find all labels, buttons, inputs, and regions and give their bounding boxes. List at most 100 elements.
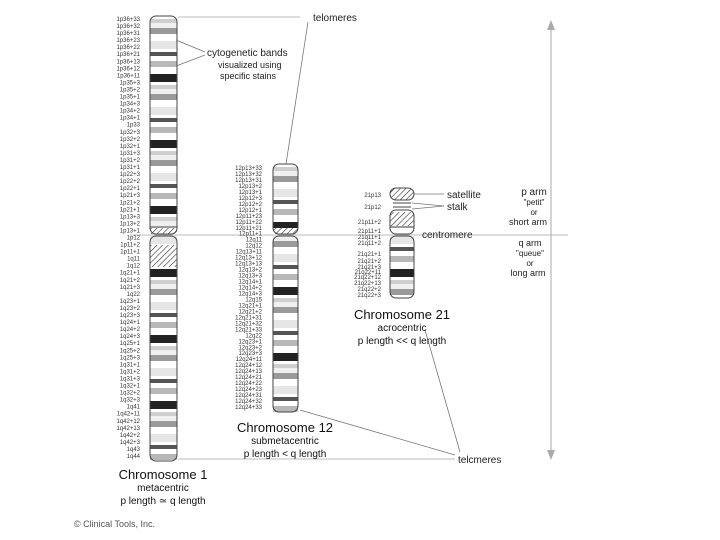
chromosome-21-ratio: p length << q length — [357, 336, 447, 347]
chromosome-band — [150, 94, 177, 100]
band-label: 1q25+1 — [120, 341, 141, 347]
band-label: 12q24+23 — [235, 387, 263, 393]
band-label: 12q14+3 — [238, 291, 262, 297]
band-label: 12q24+32 — [235, 399, 263, 405]
chromosome-band — [150, 355, 177, 361]
chromosome-band — [150, 383, 177, 388]
chromosome-band — [150, 401, 177, 409]
band-label: 1p32+2 — [120, 137, 141, 143]
chromosome-band — [150, 61, 177, 67]
band-label: 12q23+2 — [238, 345, 262, 351]
chromosome-band — [150, 412, 177, 416]
chromosome-band — [390, 289, 414, 295]
band-label: 21q22+11 — [355, 270, 382, 276]
chromosome-band — [273, 353, 298, 361]
chromosome-band — [273, 236, 298, 241]
band-label: 12q13+2 — [238, 268, 262, 274]
chromosome-band — [150, 122, 177, 127]
chromosome-band — [150, 184, 177, 188]
band-label: 1q31+3 — [120, 376, 141, 382]
chromosome-band — [273, 189, 298, 197]
chromosome-21: 21p1321p1221p11+221p11+121q11+121q11+221… — [354, 187, 415, 299]
band-label: 1p12 — [127, 236, 141, 242]
band-label: 1p21+1 — [120, 207, 141, 213]
band-label: 12q13+11 — [236, 250, 263, 256]
band-label: 1p33 — [127, 123, 141, 129]
band-label: 12q24+12 — [235, 363, 263, 369]
band-label: 12p11+23 — [236, 214, 263, 220]
chromosome-band — [273, 379, 298, 386]
chromosome-band — [273, 241, 298, 247]
band-label: 12q23+3 — [238, 351, 262, 357]
chromosome-band — [150, 310, 177, 313]
chromosome-band — [273, 265, 298, 269]
band-label: 1p35+1 — [120, 95, 141, 101]
chromosome-12-outline-p — [272, 163, 299, 235]
telomere-top-pointer — [285, 21, 309, 165]
chromosome-band — [273, 280, 298, 287]
band-label: 12p11+22 — [236, 220, 263, 226]
chromosome-band — [390, 251, 414, 256]
band-label: 1q11 — [127, 257, 141, 263]
chromosome-band — [273, 302, 298, 307]
band-label: 1p22+3 — [120, 172, 141, 178]
chromosome-band — [150, 16, 177, 19]
chromosome-band — [150, 115, 177, 118]
chromosome-21-name: Chromosome 21 — [353, 307, 451, 322]
chromosome-band — [150, 335, 177, 343]
band-label: 12q24+21 — [235, 375, 263, 381]
stalk-label: stalk — [447, 202, 469, 213]
q-arm-label-4: long arm — [510, 268, 545, 278]
chromosome-band — [150, 151, 177, 155]
chromosome-band — [150, 181, 177, 184]
chromosome-band — [150, 56, 177, 61]
chromosome-band — [150, 361, 177, 368]
chromosome-band — [150, 350, 177, 355]
chromosome-1-title: Chromosome 1 metacentric p length ≃ q le… — [88, 467, 238, 508]
p-arm-label: p arm — [521, 187, 547, 198]
band-label: 1p36+33 — [116, 17, 140, 23]
band-label: 12p12+1 — [238, 208, 262, 214]
band-label: 1p13+1 — [120, 228, 141, 234]
band-label: 1q42+13 — [116, 426, 140, 432]
band-label: 12q21+32 — [235, 321, 263, 327]
band-label: 12p13+31 — [235, 178, 263, 184]
band-label: 1p36+13 — [116, 59, 140, 65]
band-label: 21q22+2 — [357, 287, 381, 293]
chromosome-band — [273, 313, 298, 320]
chromosome-21-type: acrocentric — [377, 323, 427, 334]
band-label: 21q22+12 — [354, 275, 382, 281]
band-label: 1p31+1 — [120, 165, 141, 171]
band-label: 1p22+1 — [120, 186, 141, 192]
chromosome-band — [150, 284, 177, 289]
chromosome-21-title: Chromosome 21 acrocentric p length << q … — [327, 307, 477, 348]
q-arm-label-3: or — [526, 259, 533, 268]
chromosome-band — [150, 409, 177, 412]
chromosome-21-outline-q — [389, 235, 415, 299]
band-label: 12q12 — [245, 244, 262, 250]
band-label: 1p35+3 — [120, 80, 141, 86]
band-label: 1q24+3 — [120, 334, 141, 340]
chromosome-band — [150, 343, 177, 346]
band-label: 1q32+3 — [120, 398, 141, 404]
chromosome-band — [273, 287, 298, 295]
band-label: 1p31+2 — [120, 158, 141, 164]
chromosome-band — [150, 454, 177, 460]
chromosome-band — [150, 221, 177, 226]
band-label: 1q23+2 — [120, 306, 141, 312]
band-label: 1p11+2 — [120, 243, 140, 249]
chromosome-band — [150, 394, 177, 401]
band-label: 12p13+1 — [238, 190, 262, 196]
leader-lines — [175, 21, 461, 456]
chromosome-band — [150, 118, 177, 122]
chromosome-band — [273, 222, 298, 230]
band-label: 12q13+3 — [238, 274, 262, 280]
heterochromatin-region — [150, 228, 177, 234]
satellite-knob — [389, 187, 415, 201]
q-arm-label-2: "queue" — [516, 249, 544, 258]
chromosome-band — [150, 368, 177, 376]
heterochromatin-region — [390, 212, 414, 226]
band-label: 1p13+3 — [120, 214, 141, 220]
band-label: 1q41 — [127, 405, 141, 411]
